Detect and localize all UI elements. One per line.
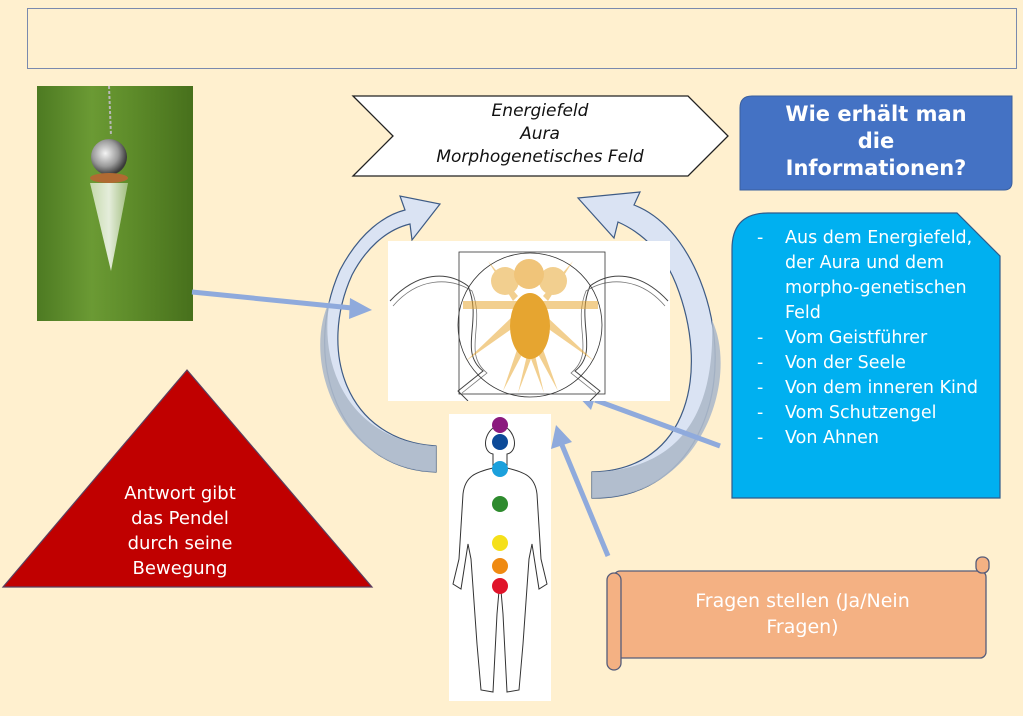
source-item: Aus dem Energiefeld, der Aura und dem mo… <box>757 226 997 326</box>
morphogenetic-line: Morphogenetisches Feld <box>436 147 644 167</box>
question-heading: Wie erhält man die Informationen? <box>740 96 1012 190</box>
energy-field-chevron <box>351 95 729 177</box>
answer-line: Bewegung <box>132 558 228 579</box>
title-placeholder[interactable] <box>27 8 1017 69</box>
arrow-pendulum-to-figure <box>191 289 372 319</box>
answer-line: durch seine <box>127 533 233 554</box>
chakra-root <box>492 578 508 594</box>
source-item: Vom Schutzengel <box>757 401 997 426</box>
arrow-scroll-to-body <box>551 425 611 557</box>
answer-line: das Pendel <box>131 508 229 529</box>
questions-line: Fragen stellen (Ja/Nein <box>695 590 910 612</box>
answer-text: Antwort gibt das Pendel durch seine Bewe… <box>80 481 280 581</box>
questions-scroll-shape <box>606 556 990 671</box>
question-line: die <box>857 129 895 153</box>
source-item: Von Ahnen <box>757 426 997 451</box>
source-item: Von der Seele <box>757 351 997 376</box>
sources-list: Aus dem Energiefeld, der Aura und dem mo… <box>757 226 997 451</box>
chakra-sacral <box>492 558 508 574</box>
curved-arrow-right-lower <box>592 320 721 499</box>
source-item: Vom Geistführer <box>757 326 997 351</box>
chakra-heart <box>492 496 508 512</box>
question-line: Wie erhält man <box>785 102 967 126</box>
aura-line: Aura <box>520 124 560 144</box>
pendulum-image <box>37 86 193 321</box>
chakra-crown <box>492 417 508 433</box>
chakra-solar-plexus <box>492 535 508 551</box>
questions-text: Fragen stellen (Ja/Nein Fragen) <box>630 588 975 640</box>
chakra-body-image <box>449 414 551 701</box>
answer-line: Antwort gibt <box>124 483 236 504</box>
curved-arrow-left-lower <box>320 300 436 472</box>
chakra-points <box>492 417 508 594</box>
energy-field-label: Energiefeld Aura Morphogenetisches Feld <box>380 100 700 169</box>
source-item: Von dem inneren Kind <box>757 376 997 401</box>
question-box-shape <box>739 95 1013 191</box>
chakra-third-eye <box>492 434 508 450</box>
answer-triangle-shape <box>1 369 374 588</box>
chakra-throat <box>492 461 508 477</box>
energy-field-line: Energiefeld <box>491 101 589 121</box>
questions-line: Fragen) <box>766 616 839 638</box>
vitruvian-image <box>388 241 670 401</box>
question-line: Informationen? <box>785 156 967 180</box>
